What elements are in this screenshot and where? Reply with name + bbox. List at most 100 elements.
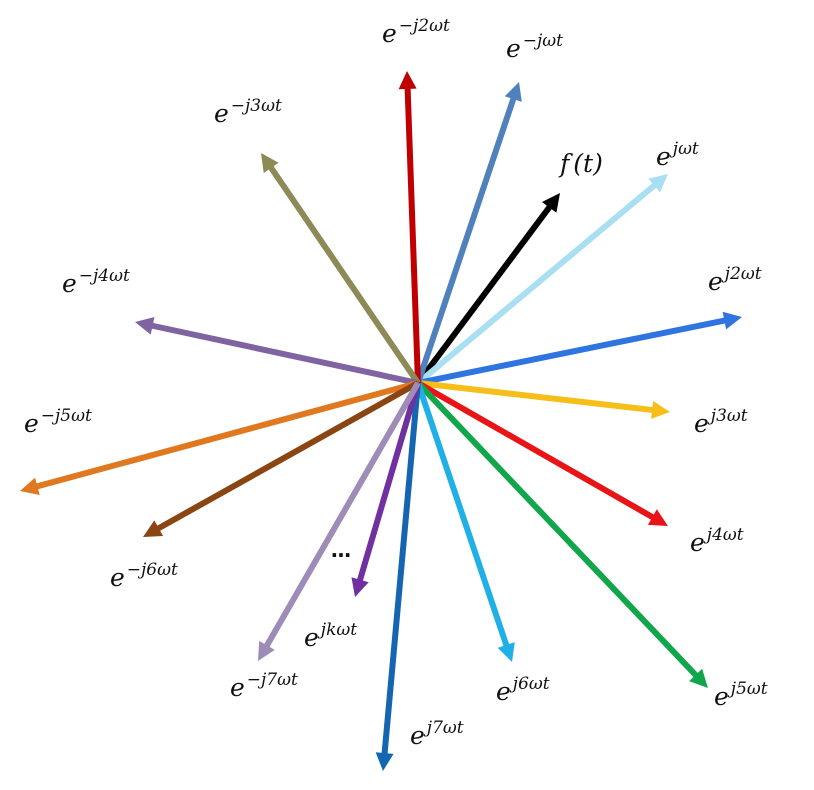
label-base-neg1: e bbox=[506, 34, 521, 63]
arrow-shaft-pos1 bbox=[416, 181, 658, 386]
arrow-shaft-pos6 bbox=[415, 382, 510, 648]
label-base-pos2: e bbox=[708, 267, 723, 296]
arrow-shaft-pos5 bbox=[415, 380, 700, 679]
arrowhead-pos2 bbox=[722, 311, 742, 330]
vector-label-neg5: e−j5ωt bbox=[24, 406, 92, 438]
arrow-shaft-pos4 bbox=[416, 380, 656, 521]
arrow-shaft-neg5 bbox=[34, 380, 419, 490]
vector-arrow-pos1 bbox=[416, 174, 668, 386]
label-exponent-pos3: j3ωt bbox=[707, 406, 748, 426]
vector-label-neg3: e−j3ωt bbox=[214, 96, 282, 128]
vector-arrow-f bbox=[415, 193, 560, 385]
label-exponent-pos2: j2ωt bbox=[721, 264, 762, 284]
label-base-pos7: e bbox=[410, 721, 425, 750]
vector-arrow-neg5 bbox=[20, 380, 419, 495]
vector-label-neg6: e−j6ωt bbox=[110, 560, 178, 592]
label-base-neg3: e bbox=[214, 99, 229, 128]
label-exponent-pos7: j7ωt bbox=[423, 718, 464, 738]
vector-arrow-pos4 bbox=[416, 380, 668, 526]
label-exponent-neg1: −jωt bbox=[523, 31, 563, 51]
arrow-shaft-neg3 bbox=[267, 164, 421, 385]
vector-arrow-pos5 bbox=[415, 380, 708, 688]
arrow-shaft-neg1 bbox=[415, 96, 517, 384]
label-exponent-pos1: jωt bbox=[669, 139, 699, 159]
arrowhead-neg3 bbox=[261, 153, 279, 173]
vector-arrow-neg2 bbox=[398, 71, 421, 384]
label-exponent-pos5: j5ωt bbox=[727, 679, 768, 699]
label-suffix-f: (t) bbox=[573, 149, 603, 178]
arrow-shaft-posk bbox=[356, 382, 421, 583]
arrow-shaft-neg2 bbox=[404, 86, 421, 384]
label-base-pos4: e bbox=[690, 528, 705, 557]
label-base-pos6: e bbox=[496, 677, 511, 706]
vector-arrow-posk bbox=[351, 382, 421, 597]
arrow-shaft-pos7 bbox=[381, 382, 421, 756]
label-base-neg2: e bbox=[382, 19, 397, 48]
ellipsis-marker: … bbox=[331, 538, 351, 562]
arrowhead-f bbox=[542, 193, 560, 213]
vector-label-neg4: e−j4ωt bbox=[62, 266, 130, 298]
arrowhead-neg7 bbox=[258, 640, 275, 661]
arrowhead-pos7 bbox=[375, 752, 394, 771]
arrowhead-pos1 bbox=[648, 174, 668, 193]
vector-label-neg1: e−jωt bbox=[506, 31, 563, 63]
label-base-pos5: e bbox=[714, 682, 729, 711]
vector-arrow-neg4 bbox=[135, 316, 419, 386]
label-base-neg4: e bbox=[62, 269, 77, 298]
arrow-shaft-f bbox=[415, 204, 553, 385]
vector-label-f: f(t) bbox=[558, 149, 603, 178]
vector-arrow-neg1 bbox=[415, 82, 522, 384]
label-exponent-neg5: −j5ωt bbox=[41, 406, 92, 426]
arrowhead-neg2 bbox=[398, 71, 417, 90]
arrowhead-pos6 bbox=[497, 642, 515, 662]
arrow-shaft-neg4 bbox=[150, 322, 419, 386]
label-base-posk: e bbox=[304, 623, 319, 652]
arrow-shaft-neg7 bbox=[263, 381, 421, 649]
arrowhead-pos4 bbox=[647, 509, 668, 526]
vector-arrow-pos6 bbox=[415, 382, 515, 662]
arrowhead-posk bbox=[351, 577, 369, 597]
vector-arrow-neg6 bbox=[143, 380, 420, 537]
arrows-layer bbox=[20, 71, 742, 771]
label-exponent-neg7: −j7ωt bbox=[247, 670, 298, 690]
label-exponent-posk: jkωt bbox=[317, 620, 357, 640]
vector-label-neg7: e−j7ωt bbox=[230, 670, 298, 702]
label-exponent-neg4: −j4ωt bbox=[79, 266, 130, 286]
arrow-shaft-pos3 bbox=[417, 380, 655, 414]
arrowhead-neg1 bbox=[504, 82, 522, 102]
arrow-shaft-pos2 bbox=[417, 317, 727, 386]
label-base-neg7: e bbox=[230, 673, 245, 702]
arrowhead-pos3 bbox=[651, 401, 670, 419]
arrowhead-pos5 bbox=[689, 668, 708, 688]
label-exponent-pos6: j6ωt bbox=[509, 674, 550, 694]
label-exponent-neg6: −j6ωt bbox=[127, 560, 178, 580]
vector-arrow-pos3 bbox=[417, 380, 670, 419]
arrowhead-neg5 bbox=[20, 477, 40, 495]
vector-label-neg2: e−j2ωt bbox=[382, 16, 450, 48]
label-exponent-neg2: −j2ωt bbox=[399, 16, 450, 36]
arrowhead-neg6 bbox=[143, 520, 164, 537]
label-base-f: f bbox=[558, 149, 573, 178]
label-exponent-neg3: −j3ωt bbox=[231, 96, 282, 116]
vector-arrow-pos2 bbox=[417, 311, 742, 386]
vector-arrow-neg3 bbox=[261, 153, 421, 385]
label-exponent-pos4: j4ωt bbox=[703, 525, 744, 545]
vector-arrow-neg7 bbox=[258, 381, 421, 661]
label-base-pos1: e bbox=[656, 142, 671, 171]
label-base-pos3: e bbox=[694, 409, 709, 438]
label-base-neg5: e bbox=[24, 409, 39, 438]
vector-arrow-pos7 bbox=[375, 382, 421, 771]
arrow-shaft-neg6 bbox=[155, 380, 420, 532]
label-base-neg6: e bbox=[110, 563, 125, 592]
arrowhead-neg4 bbox=[135, 316, 155, 335]
